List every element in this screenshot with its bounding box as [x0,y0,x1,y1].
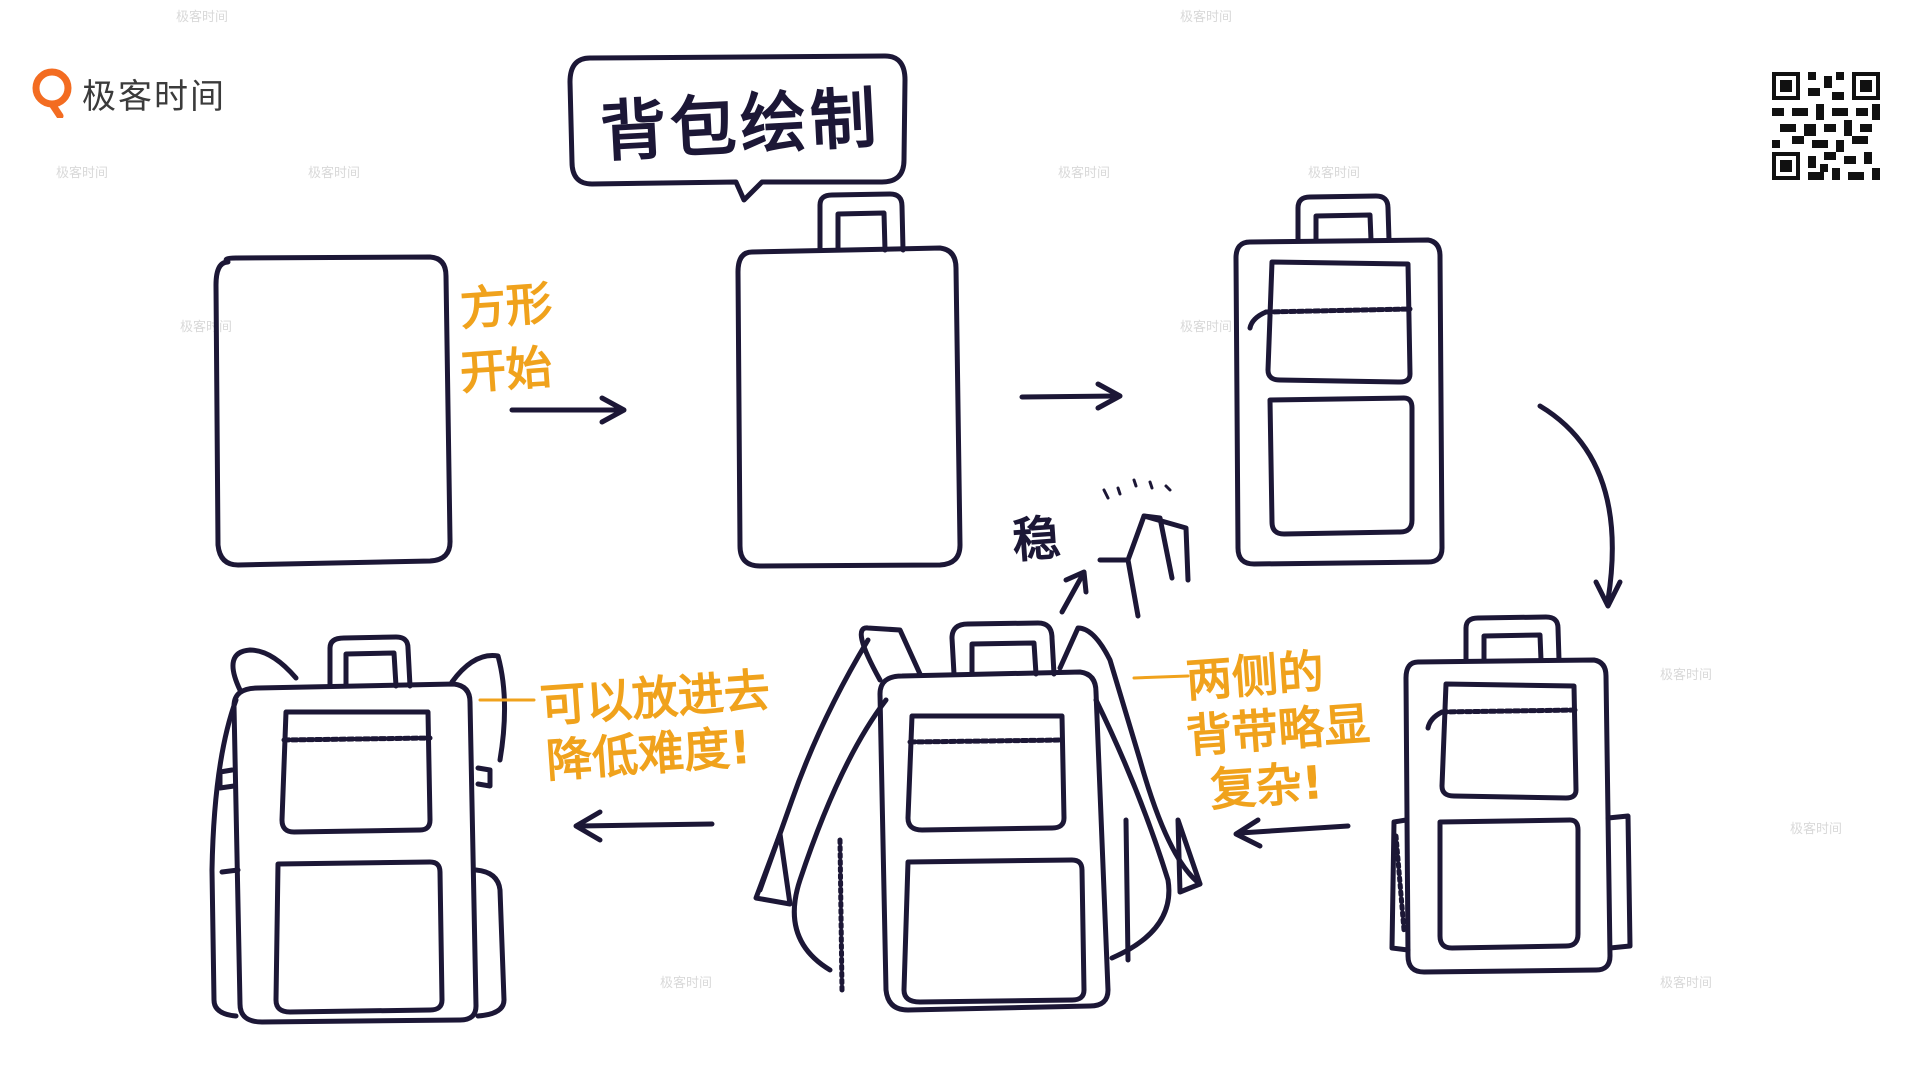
watermark: 极客时间 [1308,166,1361,181]
label-stable: 稳 [1010,510,1063,570]
brand-name: 极客时间 [82,76,226,117]
step2-body-with-handle [735,191,963,569]
watermark: 极客时间 [56,166,109,181]
watermark: 极客时间 [1660,668,1713,683]
watermark: 极客时间 [1058,166,1111,181]
arrow-5-6 [573,809,715,843]
step1-rectangle [213,254,453,568]
diagram-title: 背包绘制 [598,79,883,172]
arrow-1-2 [509,395,627,425]
label-start-line1: 方形 [458,275,554,337]
watermark: 极客时间 [660,976,713,991]
step3-backpack-pockets [1233,193,1445,567]
label-start-line2: 开始 [458,339,554,401]
arrow-4-5 [1233,817,1351,849]
qr-code [1772,72,1880,180]
watermark: 极客时间 [1180,10,1233,25]
geek-logo-icon [32,68,72,118]
step5-with-straps [753,620,1203,1013]
arrow-3-4 [1537,403,1623,609]
label-complex-line1: 两侧的 [1184,644,1326,708]
label-complex-line3: 复杂! [1208,755,1325,817]
stable-handle-detail [1059,478,1191,619]
watermark: 极客时间 [180,320,233,335]
watermark: 极客时间 [1790,822,1843,837]
watermark: 极客时间 [308,166,361,181]
brand-logo: 极客时间 [30,68,226,118]
arrow-2-3 [1019,381,1123,411]
watermark: 极客时间 [1660,976,1713,991]
watermark: 极客时间 [176,10,229,25]
step4-side-pockets [1389,614,1633,975]
title-speech-bubble [567,53,908,203]
watermark: 极客时间 [1180,320,1233,335]
step6-final-backpack [209,634,508,1025]
